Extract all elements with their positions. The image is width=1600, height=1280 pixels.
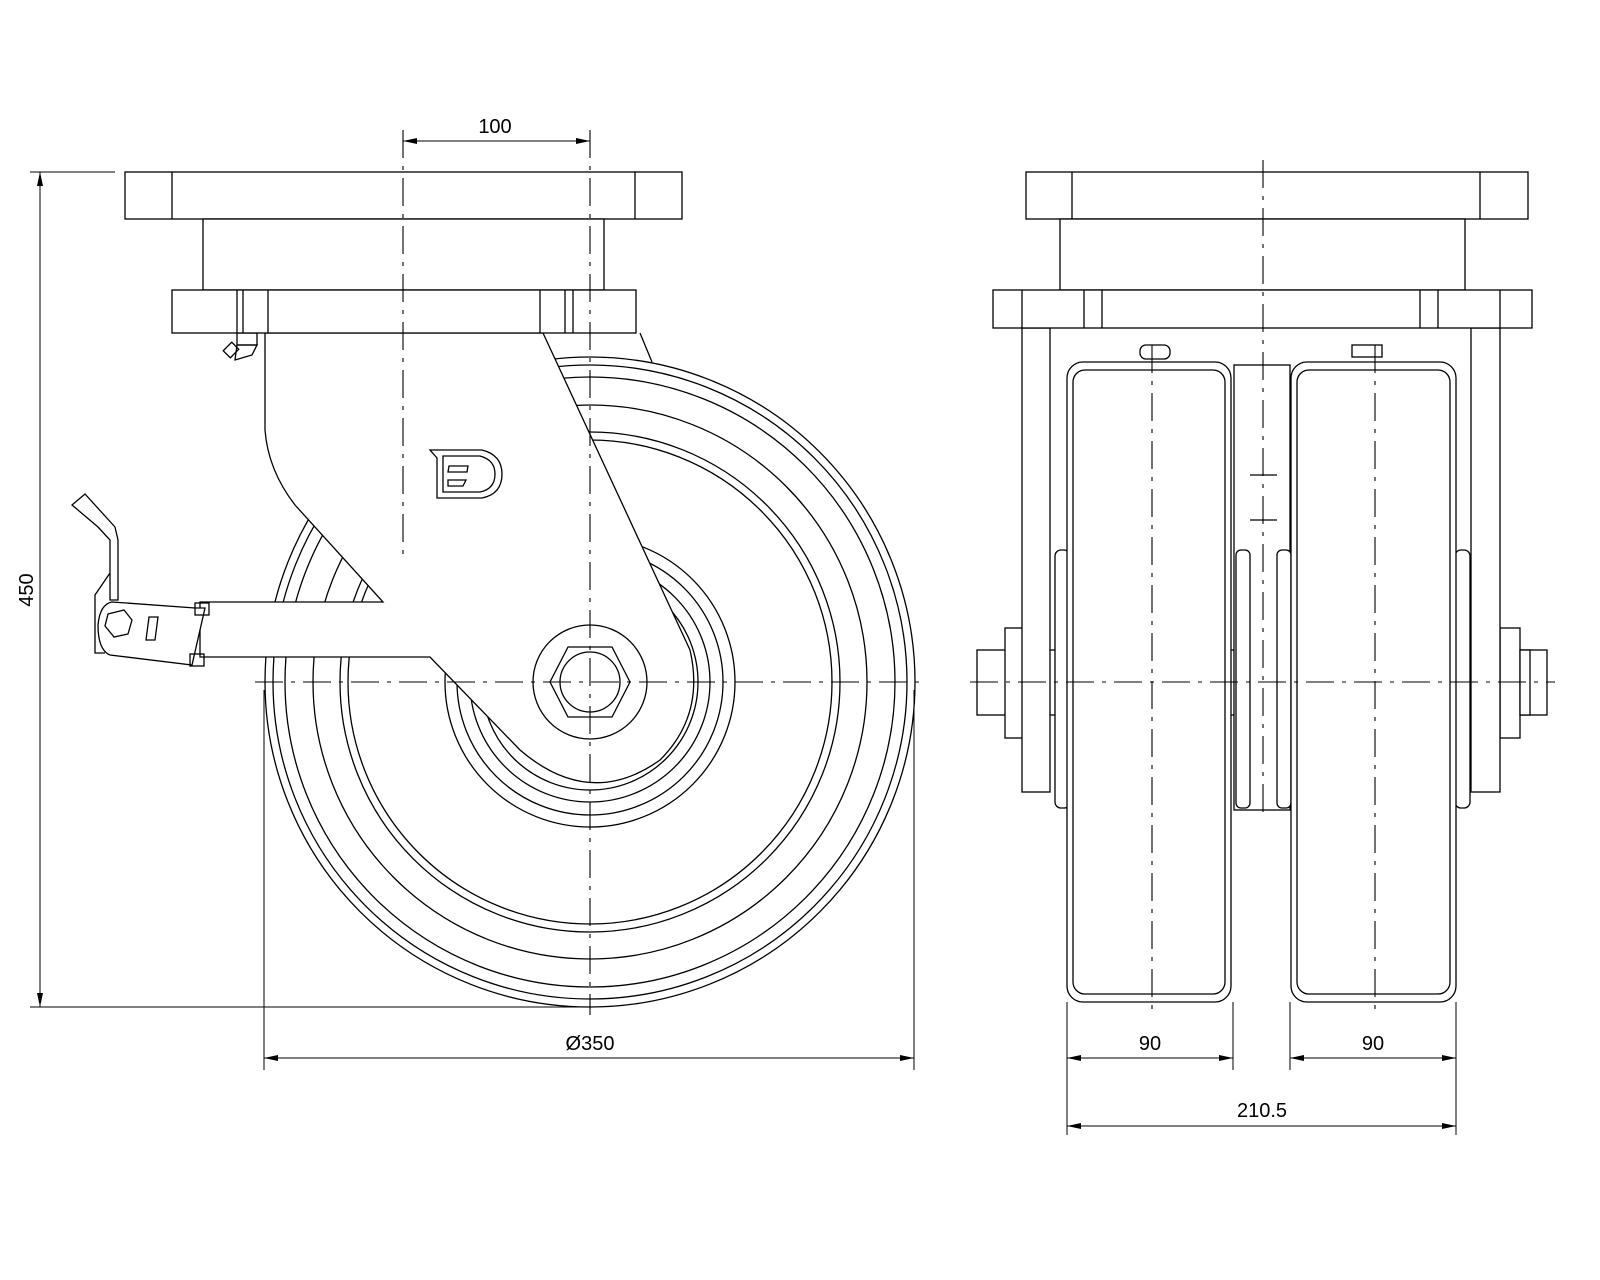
logo-mark <box>428 449 503 499</box>
dimension-diameter: Ø350 <box>263 690 915 1070</box>
brake-lever <box>70 493 210 667</box>
dimension-wheel-widths: 90 90 210.5 <box>1066 1002 1457 1135</box>
fork-leg-right <box>1470 327 1501 793</box>
side-view <box>70 130 925 1015</box>
fork-edge <box>639 332 653 363</box>
dimension-offset: 100 <box>402 116 590 150</box>
fork-leg-left <box>1021 327 1051 793</box>
dimension-height: 450 <box>16 171 590 1008</box>
dimension-overall-width-label: 210.5 <box>1237 1100 1287 1122</box>
hub-right-outer <box>1454 549 1471 809</box>
grease-nipple <box>222 332 259 361</box>
front-view <box>970 160 1555 1010</box>
dimension-height-label: 450 <box>16 573 38 606</box>
top-plate-side <box>124 171 683 334</box>
dimension-diameter-label: Ø350 <box>566 1033 615 1055</box>
dimension-wheel-left-label: 90 <box>1139 1033 1161 1055</box>
dimension-offset-label: 100 <box>478 116 511 138</box>
dimension-wheel-right-label: 90 <box>1362 1033 1384 1055</box>
